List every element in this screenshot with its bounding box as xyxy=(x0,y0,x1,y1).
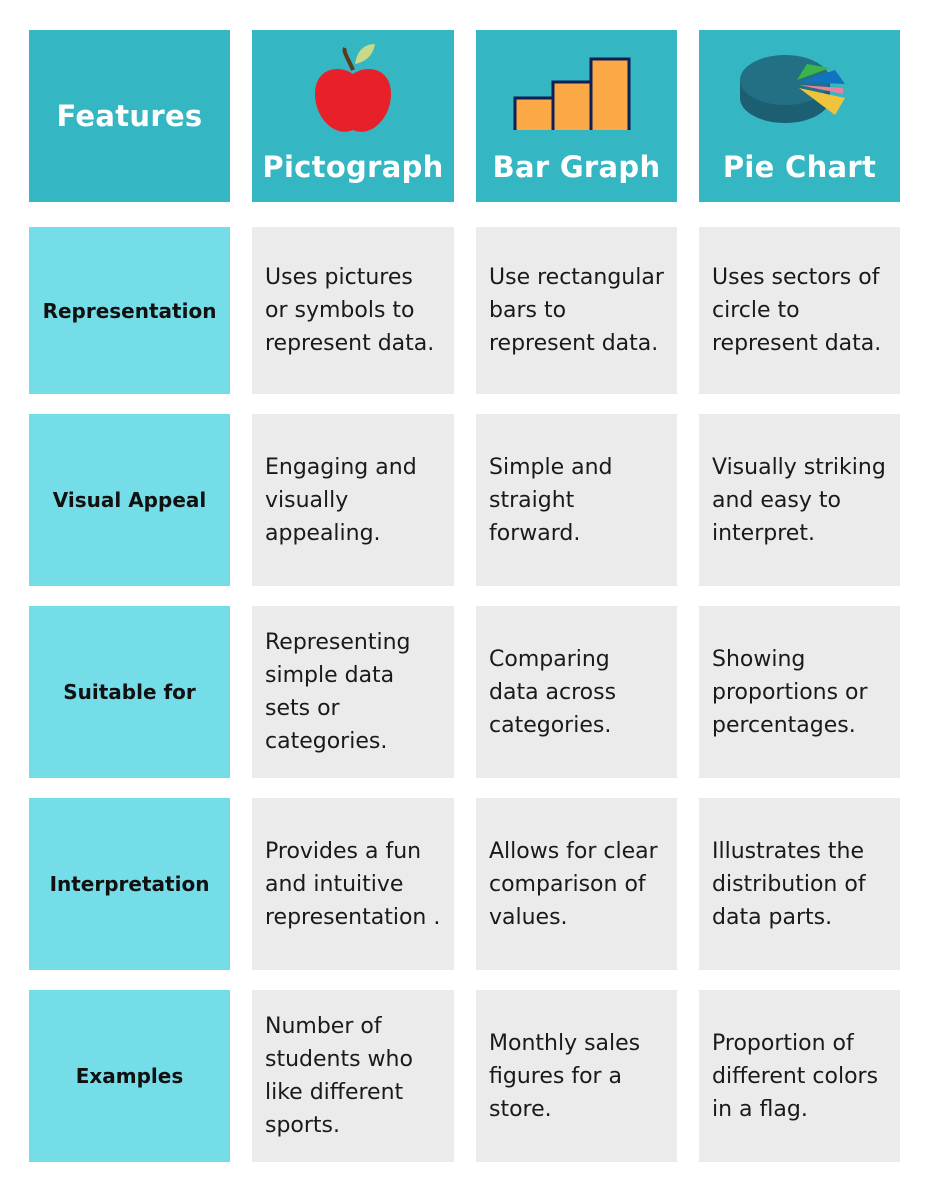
bar-graph-icon xyxy=(476,40,677,130)
header-label: Pictograph xyxy=(262,150,444,184)
comparison-table: Features Pictograph Bar Graph xyxy=(29,30,900,1162)
pie-chart-icon xyxy=(699,40,900,135)
pie-examples: Proportion of different colors in a flag… xyxy=(699,990,900,1162)
header-label: Bar Graph xyxy=(492,150,661,184)
pictograph-interpretation: Provides a fun and intuitive representat… xyxy=(252,798,454,970)
bar-representation: Use rectangular bars to represent data. xyxy=(476,227,677,394)
header-pictograph: Pictograph xyxy=(252,30,454,202)
pie-suitable-for: Showing proportions or percentages. xyxy=(699,606,900,778)
feature-visual-appeal: Visual Appeal xyxy=(29,414,230,586)
pictograph-suitable-for: Representing simple data sets or categor… xyxy=(252,606,454,778)
pictograph-representation: Uses pictures or symbols to represent da… xyxy=(252,227,454,394)
header-bar-graph: Bar Graph xyxy=(476,30,677,202)
header-label: Pie Chart xyxy=(722,150,877,184)
feature-representation: Representation xyxy=(29,227,230,394)
pie-representation: Uses sectors of circle to represent data… xyxy=(699,227,900,394)
bar-interpretation: Allows for clear comparison of values. xyxy=(476,798,677,970)
pictograph-examples: Number of students who like different sp… xyxy=(252,990,454,1162)
feature-interpretation: Interpretation xyxy=(29,798,230,970)
apple-icon xyxy=(252,40,454,140)
pie-interpretation: Illustrates the distribution of data par… xyxy=(699,798,900,970)
header-features: Features xyxy=(29,30,230,202)
feature-examples: Examples xyxy=(29,990,230,1162)
pictograph-visual-appeal: Engaging and visually appealing. xyxy=(252,414,454,586)
pie-visual-appeal: Visually striking and easy to interpret. xyxy=(699,414,900,586)
bar-examples: Monthly sales figures for a store. xyxy=(476,990,677,1162)
bar-visual-appeal: Simple and straight forward. xyxy=(476,414,677,586)
feature-suitable-for: Suitable for xyxy=(29,606,230,778)
bar-suitable-for: Comparing data across categories. xyxy=(476,606,677,778)
header-pie-chart: Pie Chart xyxy=(699,30,900,202)
